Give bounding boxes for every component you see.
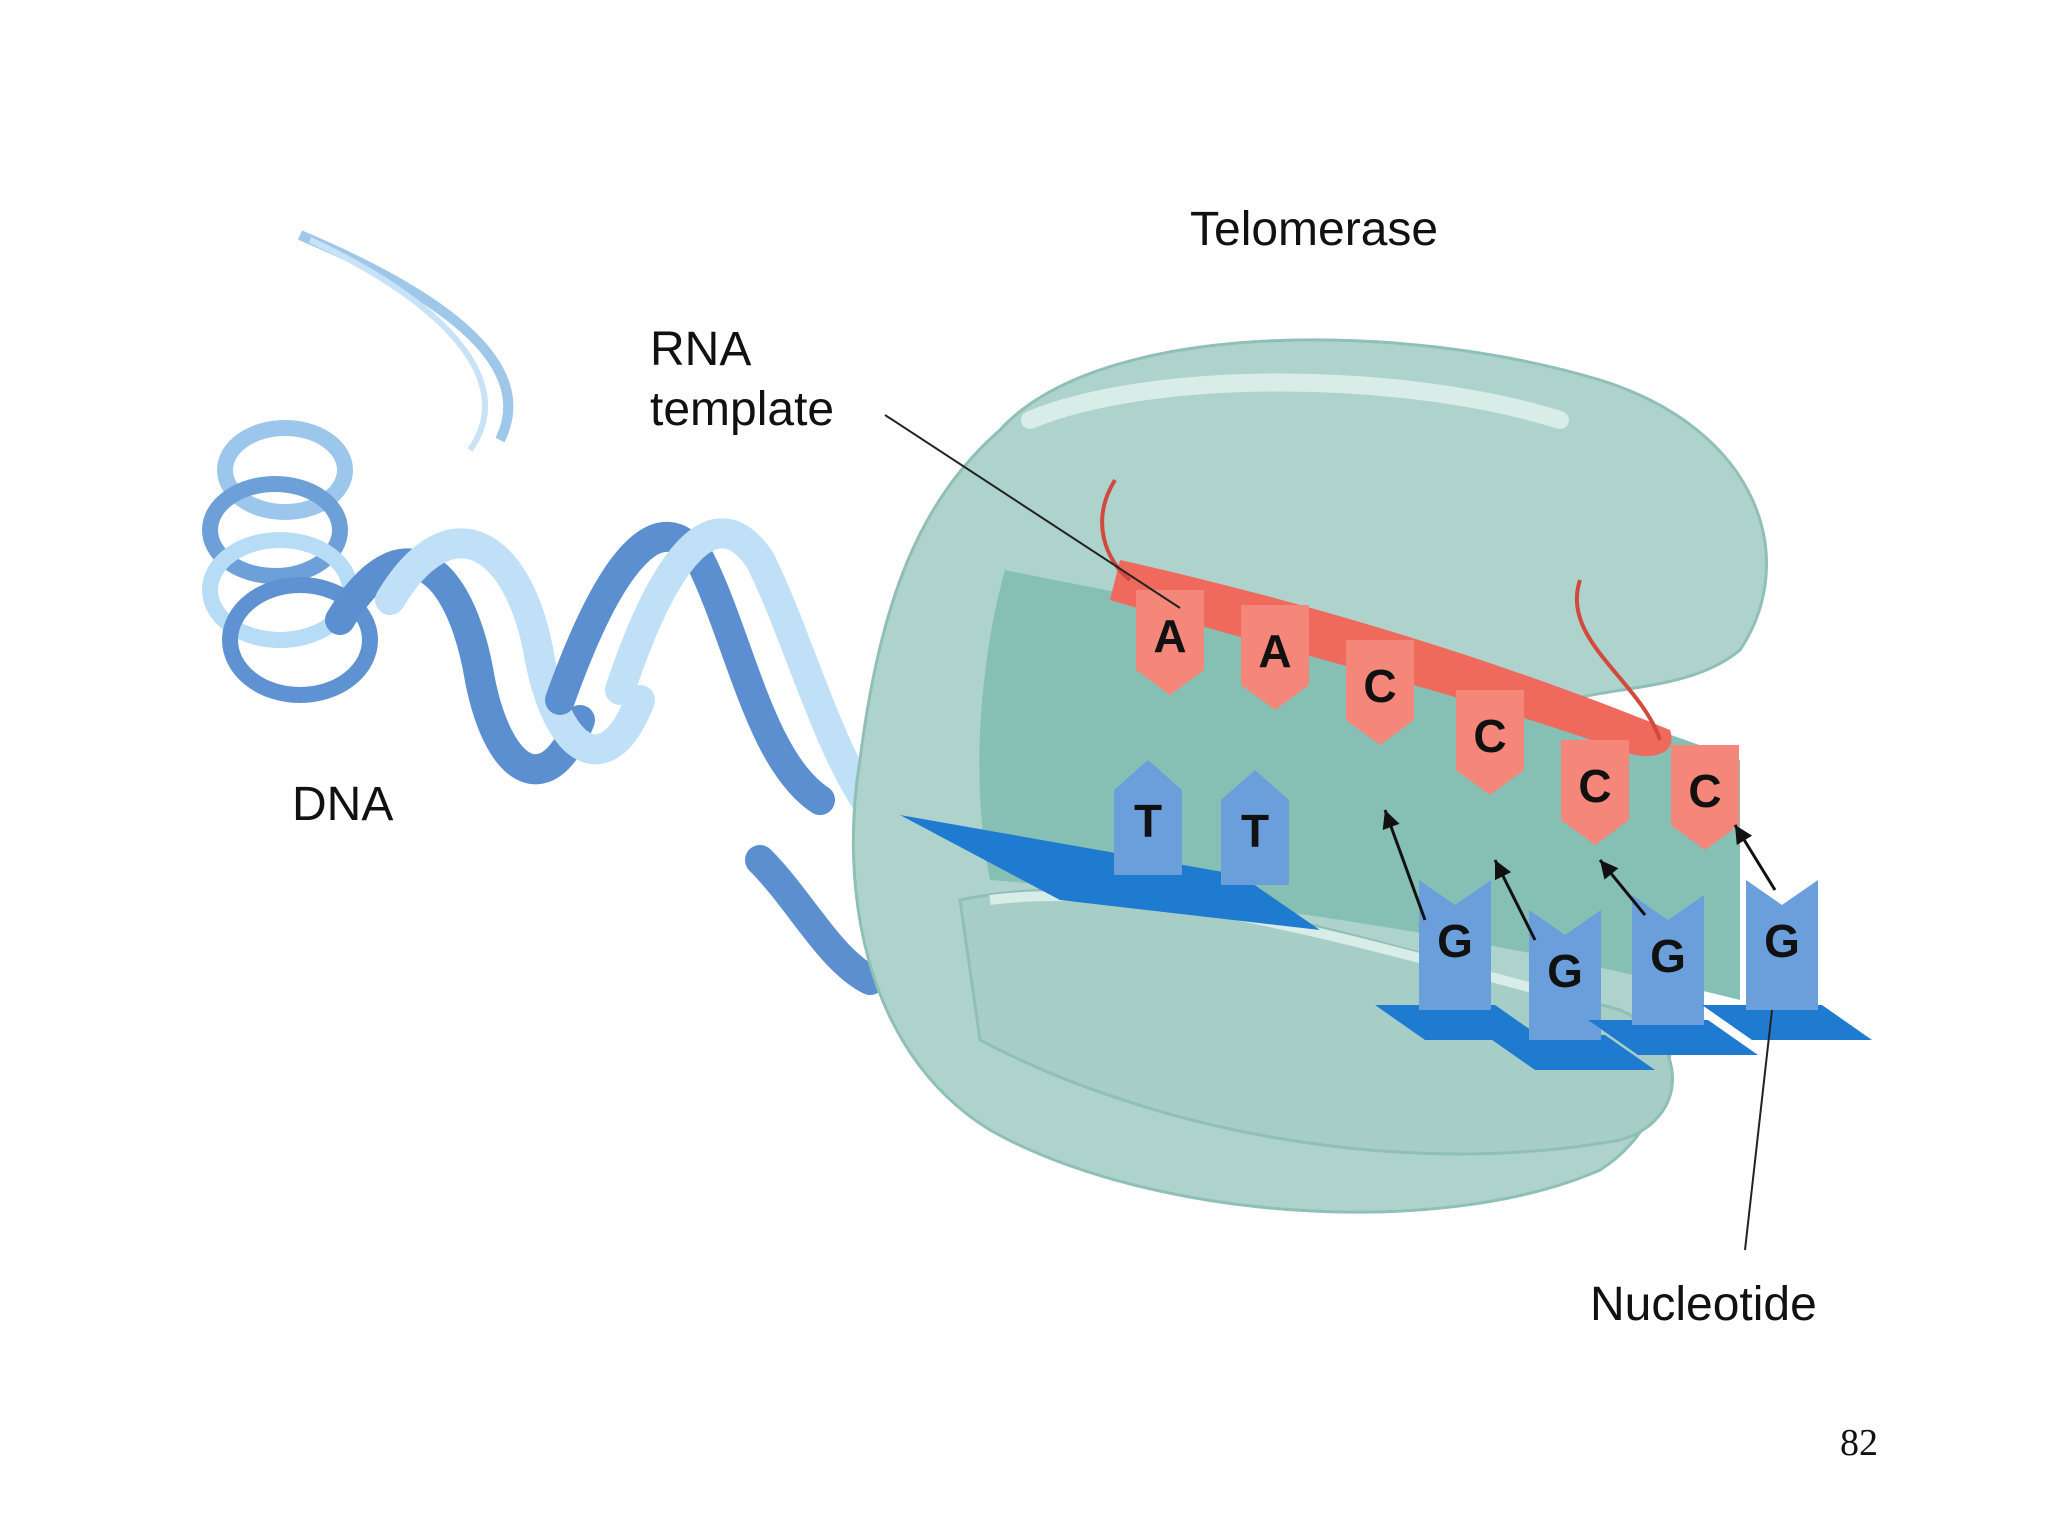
nucleotide-g: G <box>1702 880 1872 1040</box>
template-base-letter: C <box>1473 710 1506 762</box>
paired-base-t: T <box>1114 760 1182 875</box>
template-base-c: C <box>1346 640 1414 745</box>
arrow <box>1493 859 1537 941</box>
template-bases: A A C C C C <box>1136 590 1739 850</box>
arrow <box>1382 809 1427 921</box>
page-number: 82 <box>1840 1422 1878 1464</box>
template-base-letter: C <box>1363 660 1396 712</box>
paired-base-letter: T <box>1134 795 1162 847</box>
nucleotide-g: G <box>1588 895 1758 1055</box>
nucleotide-letter: G <box>1764 915 1800 967</box>
template-base-letter: A <box>1153 610 1186 662</box>
template-base-a: A <box>1241 605 1309 710</box>
arrow <box>1598 859 1647 916</box>
telomerase-enzyme <box>851 338 1768 1214</box>
template-base-c: C <box>1671 745 1739 850</box>
rna-template-label-line2: template <box>650 383 834 436</box>
rna-template-label-line1: RNA <box>650 323 751 376</box>
nucleotide-g: G <box>1485 910 1655 1070</box>
nucleotide-label: Nucleotide <box>1590 1278 1817 1331</box>
template-base-letter: C <box>1688 765 1721 817</box>
rna-template-leader-line <box>884 414 1181 609</box>
dna-label: DNA <box>292 778 393 831</box>
arrow <box>1733 824 1777 891</box>
addition-arrows <box>1382 809 1777 941</box>
template-base-letter: C <box>1578 760 1611 812</box>
paired-base-t: T <box>1221 770 1289 885</box>
template-base-a: A <box>1136 590 1204 695</box>
dna-helix <box>202 230 895 995</box>
dna-backbone-in-enzyme <box>900 815 1320 930</box>
nucleotide-g: G <box>1375 880 1545 1040</box>
paired-base-letter: T <box>1241 805 1269 857</box>
template-base-c: C <box>1456 690 1524 795</box>
telomerase-label: Telomerase <box>1190 203 1438 256</box>
nucleotide-letter: G <box>1437 915 1473 967</box>
nucleotide-letter: G <box>1650 930 1686 982</box>
template-base-letter: A <box>1258 625 1291 677</box>
nucleotide-letter: G <box>1547 945 1583 997</box>
template-base-c: C <box>1561 740 1629 845</box>
nucleotide-leader-line <box>1744 1009 1773 1251</box>
